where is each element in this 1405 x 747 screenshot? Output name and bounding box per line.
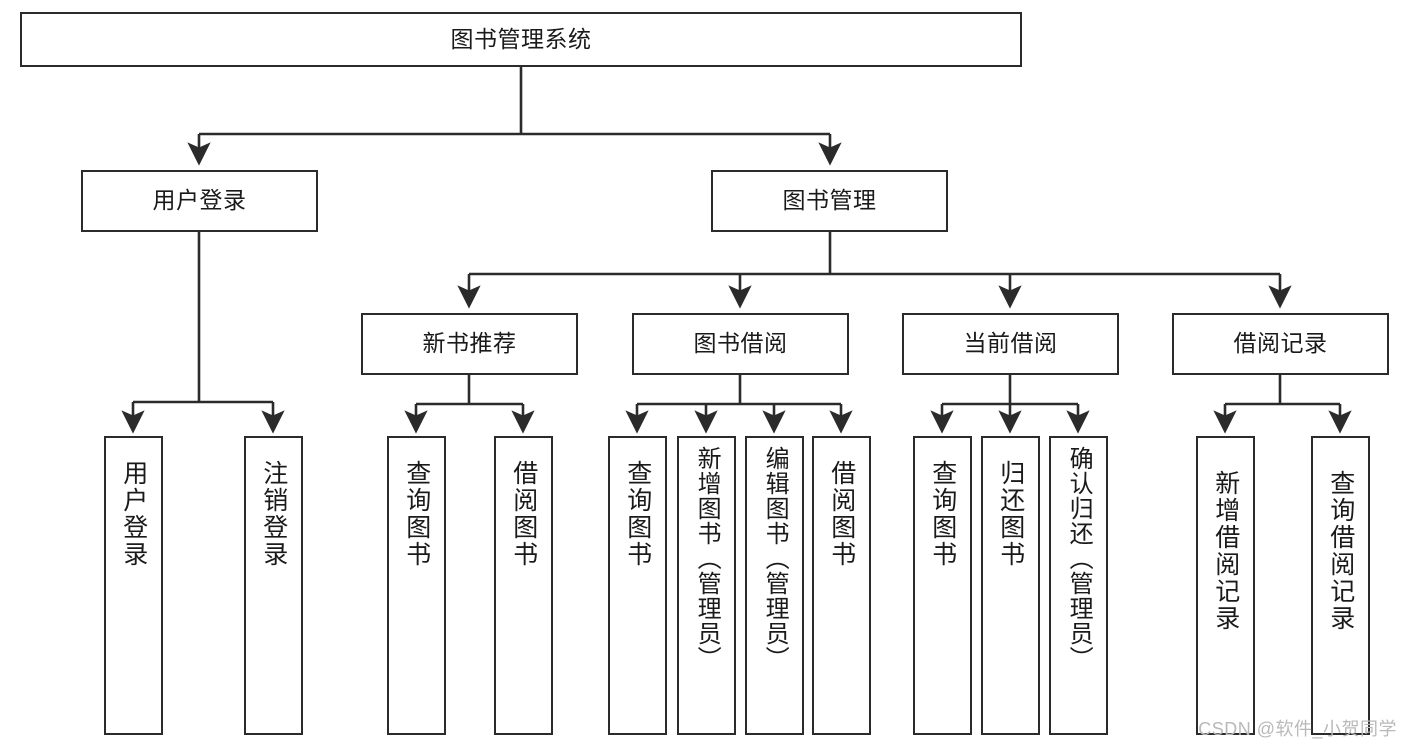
leaf-current-return-book[interactable]: 归还图书 [981,436,1040,735]
leaf-current-query-book-label: 查询图书 [928,460,957,568]
node-current-borrow[interactable]: 当前借阅 [902,313,1119,375]
leaf-current-confirm-return-admin-label: 确认归还（管理员） [1065,446,1093,671]
leaf-borrow-borrow-book-label: 借阅图书 [827,460,856,568]
leaf-borrow-add-book-admin-label: 新增图书（管理员） [693,446,721,671]
node-user-login-label: 用户登录 [152,187,247,214]
node-book-borrow-label: 图书借阅 [693,330,788,357]
leaf-user-login-signout-label: 注销登录 [259,460,288,568]
leaf-borrow-borrow-book[interactable]: 借阅图书 [812,436,871,735]
leaf-recommend-query-book[interactable]: 查询图书 [387,436,446,735]
leaf-current-query-book[interactable]: 查询图书 [913,436,972,735]
leaf-borrow-edit-book-admin-label: 编辑图书（管理员） [761,446,789,671]
node-book-management-label: 图书管理 [782,187,877,214]
leaf-record-query-record-label: 查询借阅记录 [1326,470,1355,632]
leaf-record-add-record[interactable]: 新增借阅记录 [1196,436,1255,735]
leaf-current-confirm-return-admin[interactable]: 确认归还（管理员） [1049,436,1108,735]
node-borrow-record-label: 借阅记录 [1233,330,1328,357]
node-new-book-recommend-label: 新书推荐 [422,330,517,357]
leaf-recommend-borrow-book[interactable]: 借阅图书 [494,436,553,735]
leaf-recommend-borrow-book-label: 借阅图书 [509,460,538,568]
leaf-borrow-edit-book-admin[interactable]: 编辑图书（管理员） [745,436,804,735]
node-current-borrow-label: 当前借阅 [963,330,1058,357]
leaf-borrow-query-book-label: 查询图书 [623,460,652,568]
leaf-user-login-signin-label: 用户登录 [119,460,148,568]
leaf-borrow-query-book[interactable]: 查询图书 [608,436,667,735]
node-book-borrow[interactable]: 图书借阅 [632,313,849,375]
node-user-login[interactable]: 用户登录 [81,170,318,232]
node-borrow-record[interactable]: 借阅记录 [1172,313,1389,375]
leaf-record-add-record-label: 新增借阅记录 [1211,470,1240,632]
leaf-record-query-record[interactable]: 查询借阅记录 [1311,436,1370,735]
node-root-system[interactable]: 图书管理系统 [20,12,1022,67]
node-new-book-recommend[interactable]: 新书推荐 [361,313,578,375]
leaf-current-return-book-label: 归还图书 [996,460,1025,568]
node-book-management[interactable]: 图书管理 [711,170,948,232]
node-root-system-label: 图书管理系统 [450,25,592,52]
leaf-recommend-query-book-label: 查询图书 [402,460,431,568]
leaf-user-login-signin[interactable]: 用户登录 [104,436,163,735]
leaf-borrow-add-book-admin[interactable]: 新增图书（管理员） [677,436,736,735]
leaf-user-login-signout[interactable]: 注销登录 [244,436,303,735]
